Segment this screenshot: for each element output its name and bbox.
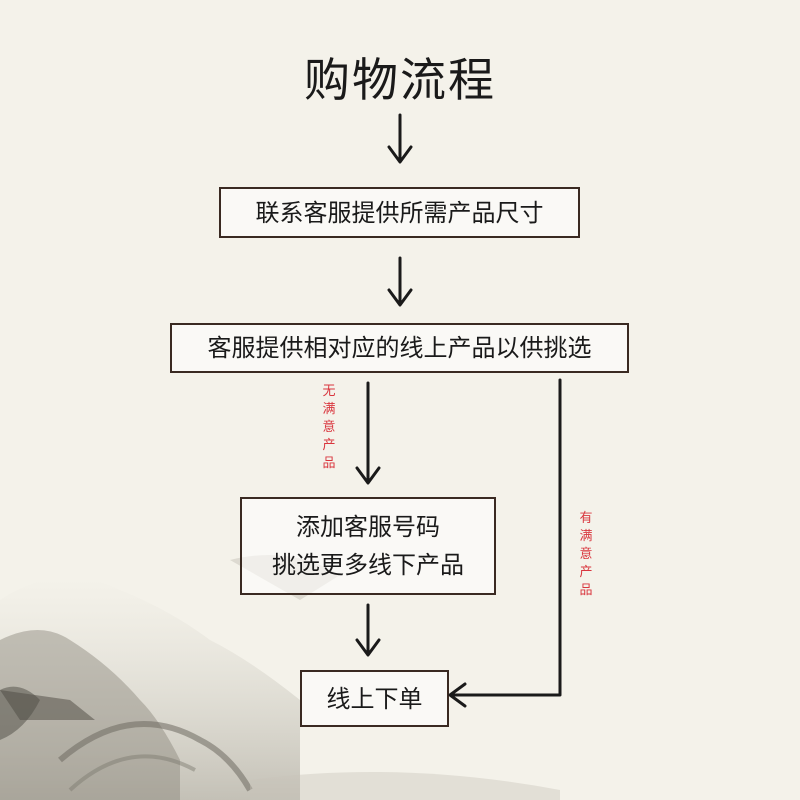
arrow-title-to-step1 (387, 113, 413, 164)
step-service-provides-products-label: 客服提供相对应的线上产品以供挑选 (207, 334, 592, 362)
step-service-provides-products: 客服提供相对应的线上产品以供挑选 (170, 323, 629, 373)
step-contact-service: 联系客服提供所需产品尺寸 (219, 187, 580, 238)
branch-label-satisfied: 有 满 意 产 品 (577, 510, 595, 600)
branch-char: 满 (579, 529, 593, 544)
arrow-step1-to-step2 (387, 256, 413, 307)
branch-char: 无 (322, 384, 336, 399)
branch-char: 产 (322, 438, 336, 453)
step-add-service-number-line2: 挑选更多线下产品 (272, 551, 464, 579)
page-title: 购物流程 (304, 53, 496, 107)
branch-label-not-satisfied: 无 满 意 产 品 (320, 383, 338, 473)
step-place-order-online-label: 线上下单 (326, 684, 423, 713)
branch-char: 品 (322, 456, 336, 471)
branch-char: 有 (579, 511, 593, 526)
step-add-service-number-line1: 添加客服号码 (296, 513, 440, 541)
step-add-service-number: 添加客服号码 挑选更多线下产品 (240, 497, 496, 595)
arrow-step3-to-step4 (355, 603, 381, 657)
step-place-order-online: 线上下单 (300, 670, 449, 727)
step-contact-service-label: 联系客服提供所需产品尺寸 (255, 198, 544, 227)
branch-char: 产 (579, 565, 593, 580)
branch-char: 品 (579, 583, 593, 598)
branch-char: 满 (322, 402, 336, 417)
arrow-step2-to-step3 (355, 381, 381, 485)
branch-char: 意 (579, 547, 593, 562)
arrow-step2-to-step4 (448, 378, 562, 708)
branch-char: 意 (322, 420, 336, 435)
